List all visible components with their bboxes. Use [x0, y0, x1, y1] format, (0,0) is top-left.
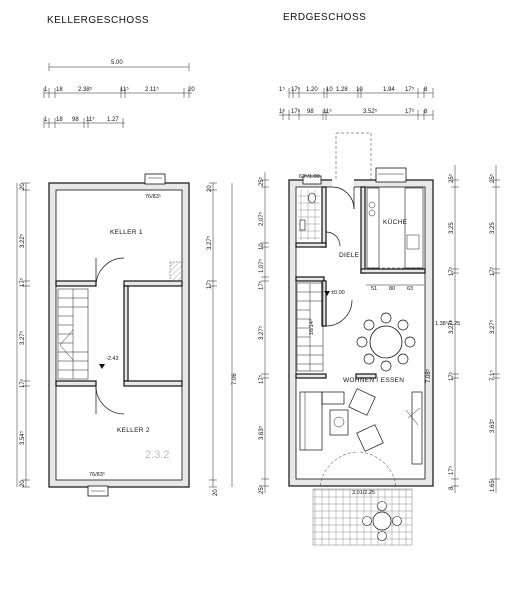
ground-right-inner-7: 8: [449, 486, 455, 490]
ground-dim-r2-0: 1⁵: [279, 108, 285, 115]
basement-plan: KELLER 1 KELLER 2 76/83⁵ 76/83⁵ -2.43 2.…: [48, 173, 190, 497]
kitchen-dim-2: 63: [407, 286, 413, 292]
ground-dim-r2-3: 11⁵: [323, 108, 332, 115]
ground-dim-r1-5: 10: [356, 87, 363, 93]
basement-left-5: 3.54⁵: [19, 430, 26, 445]
ground-dim-r1-7: 17⁵: [405, 86, 415, 93]
ground-dim-r1-4: 1.28: [336, 87, 348, 93]
keller-2-label: KELLER 2: [117, 427, 150, 434]
basement-dim-r2-3: 11⁵: [86, 116, 95, 123]
ground-right-inner-2: 17⁵: [448, 266, 455, 276]
basement-overall-width: 5.00: [111, 60, 123, 66]
ground-right-outer-2: 17⁵: [489, 266, 496, 276]
ground-left-8: 25⁵: [258, 484, 265, 494]
ground-left-3: 1.07⁵: [258, 258, 265, 273]
kitchen-dim-1: 80: [389, 286, 395, 292]
terrace-table: [362, 501, 402, 541]
ground-right-outer-5: 3.63⁵: [489, 418, 496, 433]
basement-title: KELLERGESCHOSS: [47, 15, 149, 26]
basement-dim-r2-2: 98: [72, 117, 79, 123]
living-furniture: [299, 388, 423, 465]
ground-level-label: ±0.00: [331, 290, 345, 296]
dining-table: [356, 312, 416, 372]
ground-right-outer-4: 7.1⁵: [489, 370, 496, 381]
basement-dim-r2-4: 1.27: [107, 117, 119, 123]
ground-stairs: [296, 282, 324, 372]
ground-window-top-label: 63⁵/1.00: [299, 173, 320, 180]
ground-right-outer-6: 1.65¹: [490, 478, 496, 492]
basement-right-1: 3.27⁵: [206, 235, 213, 250]
basement-dim-r1-0: 1: [44, 87, 48, 93]
ground-left-6: 17⁵: [258, 374, 265, 384]
basement-stamp: 2.3.2: [145, 449, 169, 461]
basement-window-top-label: 76/83⁵: [145, 193, 161, 200]
basement-dim-r1-5: 20: [188, 87, 195, 93]
ground-left-7: 3.63⁵: [258, 425, 265, 440]
ground-dim-r2-6: 8: [424, 109, 428, 115]
ground-right-outer-3: 3.27⁵: [489, 319, 496, 334]
ground-left-4: 17⁵: [258, 280, 265, 290]
basement-right-4: 20: [213, 489, 219, 496]
basement-top-dimensions: 5.00 1 18 2.38⁵ 11⁵ 2.11⁵ 20 1 18 98 11⁵…: [43, 60, 195, 128]
ground-dim-r1-2: 1.20: [306, 87, 318, 93]
ground-window-kitchen-label: 1.38⁵/2.25: [435, 320, 460, 327]
basement-right-3: 7.06: [232, 373, 238, 385]
ground-dim-r1-6: 1.94: [383, 87, 395, 93]
basement-dim-r1-2: 2.38⁵: [78, 86, 93, 93]
basement-dim-r1-4: 2.11⁵: [145, 86, 159, 93]
ground-dim-r2-2: 98: [307, 109, 314, 115]
ground-left-dimensions: 25⁵ 2.07⁵ 10 1.07⁵ 17⁵ 3.27⁵ 17⁵ 3.63⁵ 2…: [258, 172, 269, 494]
ground-dim-r1-1: 17⁵: [291, 86, 301, 93]
basement-left-2: 17⁵: [19, 277, 26, 287]
ground-right-inner-5: 7.08⁵: [425, 368, 432, 383]
basement-right-dimensions: 20 3.27⁵ 17⁵ 7.06 20: [206, 182, 238, 496]
ground-left-1: 2.07⁵: [258, 211, 265, 226]
basement-dim-r1-1: 18: [56, 87, 63, 93]
ground-right-inner-4: 17⁵: [448, 371, 455, 381]
living-label: WOHNEN / ESSEN: [343, 377, 404, 384]
ground-dim-r2-4: 3.52⁵: [363, 108, 378, 115]
ground-right-outer-0: 25⁵: [489, 173, 496, 183]
basement-left-1: 3.22⁵: [19, 233, 26, 248]
ground-left-0: 25⁵: [258, 176, 265, 186]
basement-dim-r2-1: 18: [56, 117, 63, 123]
terrace-door-label: 3.01/2.25: [352, 490, 375, 496]
basement-level-label: -2.43: [106, 356, 119, 362]
basement-dim-r2-0: 1: [44, 117, 48, 123]
basement-dim-r1-3: 11⁵: [120, 86, 129, 93]
ground-floor-title: ERDGESCHOSS: [283, 12, 366, 23]
ground-dim-r2-1: 17⁵: [291, 108, 301, 115]
ground-top-dimensions: 1⁵ 17⁵ 1.20 10 1.28 10 1.94 17⁵ 8 1⁵ 17⁵…: [279, 86, 434, 120]
ground-right-inner-0: 25⁵: [448, 173, 455, 183]
ground-right-inner-1: 3.25: [449, 222, 455, 234]
ground-dim-r1-0: 1⁵: [279, 86, 285, 93]
ground-right-inner-6: 17⁵: [448, 465, 455, 475]
basement-left-4: 17⁴: [19, 378, 26, 388]
basement-left-3: 3.27⁵: [19, 330, 26, 345]
ground-left-5: 3.27⁵: [258, 325, 265, 340]
basement-right-0: 20: [207, 185, 213, 192]
kitchen-dim-0: 51: [371, 286, 377, 292]
ground-dim-r1-8: 8: [424, 87, 428, 93]
basement-window-bottom-label: 76/83⁵: [89, 471, 105, 478]
basement-left-0: 20: [20, 183, 26, 190]
stairs-label: 16/14⁹: [308, 319, 315, 335]
ground-right-inner-3: 3.27⁵: [448, 319, 455, 334]
ground-dim-r1-3: 10: [326, 87, 333, 93]
kitchen-label: KÜCHE: [383, 218, 408, 226]
ground-right-outer-1: 3.25: [490, 222, 496, 234]
ground-dim-r2-5: 17⁵: [405, 108, 415, 115]
keller-1-label: KELLER 1: [110, 229, 143, 236]
basement-left-dimensions: 20 3.22⁵ 17⁵ 3.27⁵ 17⁴ 3.54⁵ 20: [16, 183, 30, 488]
basement-stairs: [57, 288, 89, 380]
ground-right-dimensions: 25⁵ 3.25 17⁵ 3.27⁵ 17⁵ 7.08⁵ 17⁵ 8 25⁵ 3…: [425, 165, 500, 493]
basement-right-2: 17⁵: [206, 279, 213, 289]
basement-left-6: 20: [20, 480, 26, 487]
ground-left-2: 10: [259, 243, 265, 250]
hall-label: DIELE: [339, 252, 360, 259]
ground-floor-plan: KÜCHE DIELE WOHNEN / ESSEN 63⁵/1.00 1.38…: [288, 132, 460, 546]
